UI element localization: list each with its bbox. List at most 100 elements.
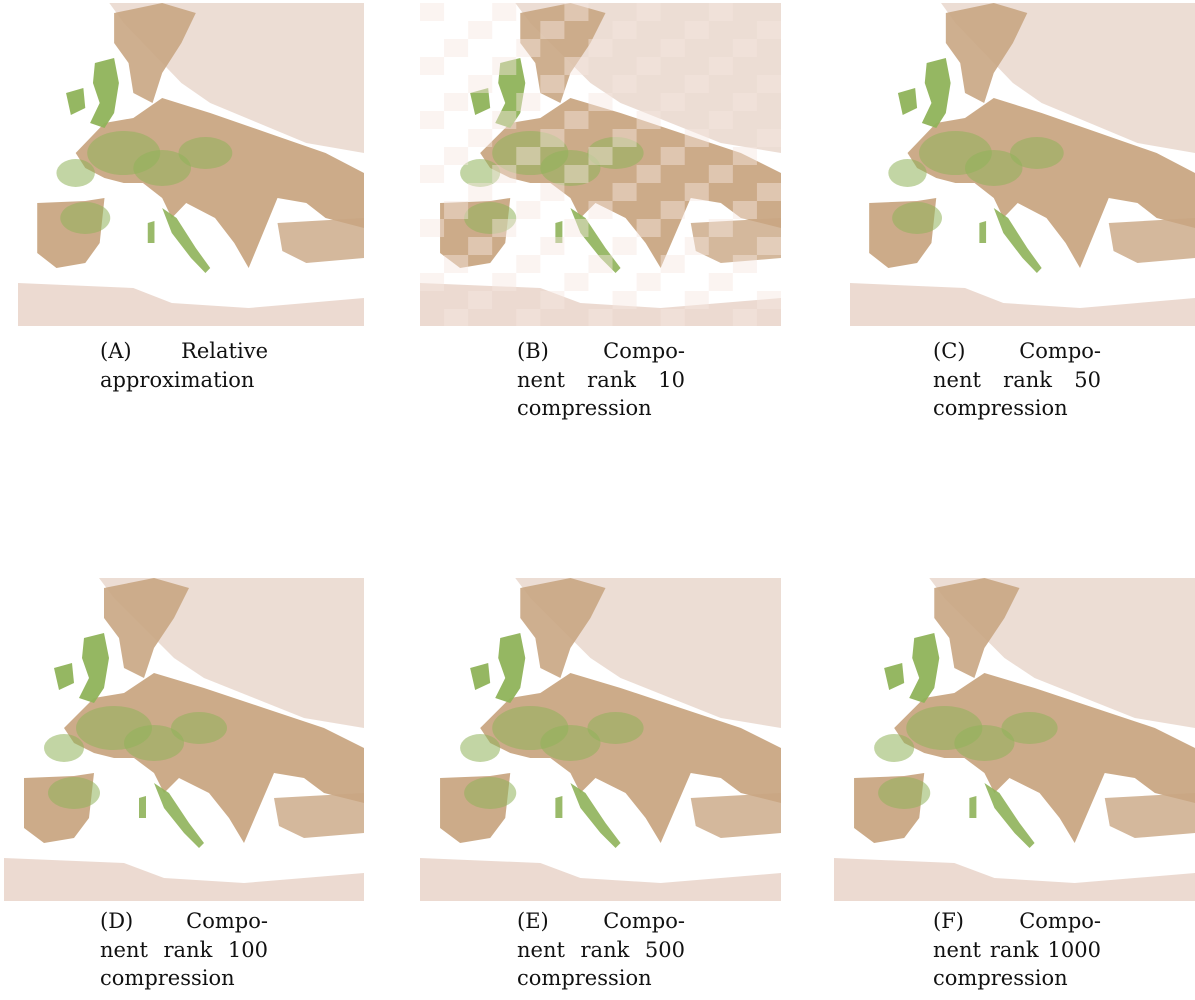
compression-block — [684, 21, 709, 39]
caption-f-line-1: (F) Compo- — [933, 909, 1101, 933]
region-britain — [921, 58, 951, 128]
caption-c-line-3: compression — [933, 396, 1068, 420]
compression-block — [756, 21, 781, 39]
region-corsica — [969, 796, 977, 818]
region-sahara — [850, 283, 1195, 326]
region-turkey — [274, 793, 364, 838]
region-sahara — [834, 858, 1195, 901]
region-britain — [495, 633, 526, 703]
region-sahara — [18, 283, 364, 326]
region-ireland — [470, 88, 491, 115]
compression-block — [444, 201, 469, 219]
compression-block — [444, 309, 469, 326]
compression-block — [732, 309, 757, 326]
compression-block — [660, 201, 685, 219]
map-drawing — [834, 578, 1195, 901]
region-corsica — [147, 221, 155, 243]
compression-block — [444, 39, 469, 57]
panel-b: (B) Compo- nent rank 10 compression — [400, 0, 800, 430]
region-turkey — [277, 218, 364, 263]
region-corsica — [979, 221, 987, 243]
caption-e-line-2: nent rank 500 — [517, 937, 685, 962]
region-ireland — [884, 663, 905, 690]
region-scandinavia — [520, 578, 606, 678]
panel-d: (D) Compo- nent rank 100 compression — [0, 570, 370, 1000]
caption-d-line-3: compression — [100, 966, 235, 990]
vegetation-patch — [124, 725, 184, 761]
compression-block — [468, 129, 493, 147]
compression-block — [492, 57, 517, 75]
region-italy — [993, 208, 1042, 273]
vegetation-patch — [888, 159, 927, 187]
compression-block — [636, 219, 661, 237]
map-image-a — [18, 3, 364, 326]
vegetation-patch — [464, 777, 517, 809]
panel-e: (E) Compo- nent rank 500 compression — [400, 570, 800, 1000]
caption-b-line-1: (B) Compo- — [517, 339, 685, 363]
compression-block — [732, 147, 757, 165]
compression-block — [540, 183, 565, 201]
compression-block — [564, 111, 589, 129]
compression-block — [540, 129, 565, 147]
compression-block — [588, 255, 613, 273]
caption-e-line-1: (E) Compo- — [517, 909, 685, 933]
compression-block — [660, 93, 685, 111]
compression-block — [636, 273, 661, 291]
compression-block — [708, 219, 733, 237]
compression-block — [684, 75, 709, 93]
compression-block — [732, 93, 757, 111]
map-drawing — [420, 3, 781, 326]
compression-block — [564, 57, 589, 75]
compression-block — [468, 21, 493, 39]
vegetation-patch — [1001, 712, 1058, 744]
caption-c-line-1: (C) Compo- — [933, 339, 1101, 363]
map-image-d — [4, 578, 364, 901]
region-sahara — [420, 283, 781, 326]
compression-block — [708, 57, 733, 75]
compression-block — [756, 75, 781, 93]
compression-block — [444, 147, 469, 165]
compression-block — [612, 129, 637, 147]
caption-f-line-3: compression — [933, 966, 1068, 990]
compression-block — [516, 255, 541, 273]
vegetation-patch — [460, 159, 501, 187]
compression-block — [492, 219, 517, 237]
caption-e: (E) Compo- nent rank 500 compression — [517, 907, 685, 993]
caption-c: (C) Compo- nent rank 50 compression — [933, 337, 1101, 423]
compression-block — [732, 39, 757, 57]
region-ireland — [897, 88, 918, 115]
map-image-b — [420, 3, 781, 326]
compression-block — [564, 273, 589, 291]
vegetation-patch — [892, 202, 942, 234]
compression-block — [540, 75, 565, 93]
vegetation-patch — [178, 137, 233, 169]
region-scandinavia — [945, 3, 1028, 103]
compression-block — [756, 237, 781, 255]
compression-block — [588, 201, 613, 219]
vegetation-patch — [60, 202, 111, 234]
compression-block — [420, 57, 445, 75]
compression-block — [516, 39, 541, 57]
caption-b: (B) Compo- nent rank 10 compression — [517, 337, 685, 423]
compression-block — [708, 111, 733, 129]
panel-f: (F) Compo- nent rank 1000 compression — [830, 570, 1195, 1000]
compression-block — [732, 255, 757, 273]
compression-block — [468, 237, 493, 255]
vegetation-patch — [540, 725, 601, 761]
vegetation-patch — [874, 734, 915, 762]
vegetation-patch — [460, 734, 501, 762]
region-ireland — [66, 88, 86, 115]
compression-block — [420, 3, 445, 21]
caption-d-line-1: (D) Compo- — [100, 909, 268, 933]
compression-block — [708, 3, 733, 21]
region-ireland — [54, 663, 74, 690]
map-image-c — [850, 3, 1195, 326]
compression-block — [612, 183, 637, 201]
compression-block — [612, 21, 637, 39]
vegetation-patch — [540, 150, 601, 186]
region-corsica — [555, 796, 563, 818]
compression-block — [660, 147, 685, 165]
compression-block — [708, 273, 733, 291]
region-scandinavia — [104, 578, 189, 678]
compression-block — [516, 309, 541, 326]
